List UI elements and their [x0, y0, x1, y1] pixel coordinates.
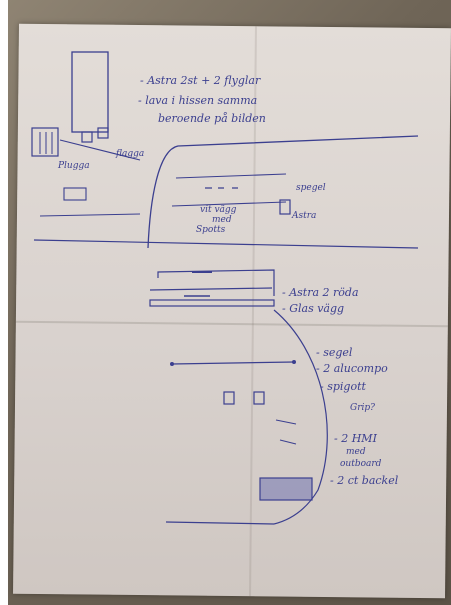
sketch-point [292, 360, 296, 364]
image-border [0, 0, 8, 605]
sketch-wall-line [175, 173, 287, 179]
sketch-plan-bottom [165, 521, 275, 525]
note-line1: - Astra 2st + 2 flyglar [140, 74, 261, 87]
sketch-stand [223, 391, 235, 405]
note-line2: - lava i hissen samma [138, 94, 257, 107]
sketch-tall-rect [71, 51, 109, 133]
sketch-left-rect [31, 127, 59, 157]
note-line3: beroende på bilden [158, 112, 266, 125]
sketch-floor-line [33, 239, 419, 249]
sketch-line [59, 139, 141, 161]
note-spigott: - spigott [320, 380, 367, 393]
sketch-box [63, 187, 87, 201]
note-spegel: spegel [296, 183, 326, 193]
sketch-scribble [275, 419, 297, 445]
sketch-curved-wall [273, 309, 328, 525]
sketch-line [39, 213, 141, 217]
note-grip: Grip? [350, 403, 375, 413]
sketch-hatching [39, 132, 53, 154]
note-astra-2: - Astra 2 röda [282, 286, 359, 299]
sketch-small-box [279, 199, 291, 215]
note-spotts: Spotts [196, 225, 226, 235]
note-med2: med [346, 447, 366, 457]
note-med: med [212, 215, 232, 225]
note-ct: - 2 ct backel [330, 474, 399, 487]
sketch-point [170, 362, 174, 366]
note-glas-vagg: - Glas vägg [282, 302, 344, 315]
note-flagga: flagga [115, 149, 144, 159]
sketch-segel-line [171, 361, 295, 365]
sketch-small-box [81, 131, 93, 143]
sketch-plan-line [149, 287, 273, 291]
sketch-stand [253, 391, 265, 405]
note-plugga: Plugga [57, 161, 90, 171]
sketch-blue-block [259, 477, 313, 501]
note-alucompo: - 2 alucompo [316, 362, 388, 375]
note-astra: Astra [291, 211, 316, 221]
sketch-room-outline [147, 135, 419, 249]
note-outboard: outboard [340, 459, 382, 469]
note-hmi: - 2 HMI [334, 432, 378, 445]
note-vit-vagg: vit vägg [200, 205, 237, 215]
note-segel: - segel [316, 346, 353, 359]
sketch-glass-wall [149, 299, 275, 307]
sketch-wall-line [171, 201, 287, 207]
sketch-plan-outline [157, 269, 275, 296]
sketch-small-box [97, 127, 109, 139]
